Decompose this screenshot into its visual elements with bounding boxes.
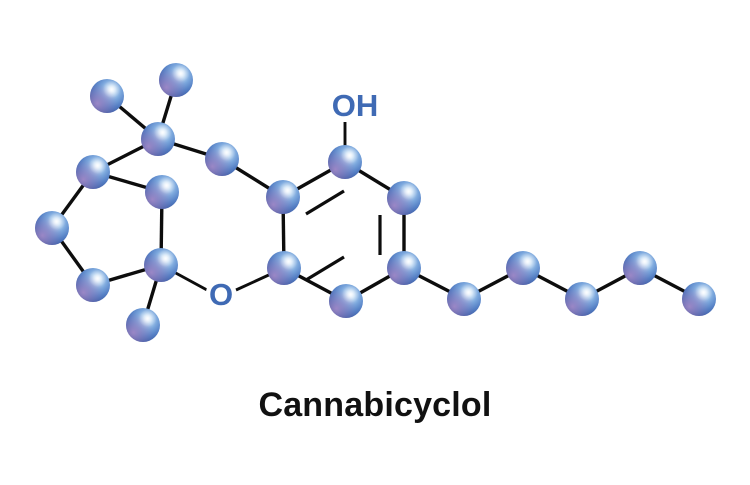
c-ring-fusion-upper-highlight: [145, 175, 179, 209]
c-pentyl-4: [623, 251, 657, 285]
c-pentyl-1: [447, 282, 481, 316]
ring-oxygen-label: O: [209, 277, 233, 312]
c-quaternary-gem-dimethyl: [141, 122, 175, 156]
atoms-layer: [35, 63, 716, 342]
c-aromatic-top-right: [387, 181, 421, 215]
c-methyl-upper-left: [90, 79, 124, 113]
c-ring-fusion-lower: [144, 248, 178, 282]
molecule-name-caption: Cannabicyclol: [258, 386, 492, 424]
c-pyran-top: [205, 142, 239, 176]
c-cyclopentane-left: [35, 211, 69, 245]
c-pentyl-1-highlight: [447, 282, 481, 316]
c-cyclopentane-left-highlight: [35, 211, 69, 245]
c-cyclopentane-top-highlight: [76, 155, 110, 189]
double-bond-inner-upper-left: [305, 189, 345, 216]
c-pentyl-5: [682, 282, 716, 316]
c-aromatic-top-left-highlight: [266, 180, 300, 214]
c-aromatic-bottom-left-highlight: [267, 251, 301, 285]
c-aromatic-bottom: [329, 284, 363, 318]
c-pentyl-2-highlight: [506, 251, 540, 285]
c-methyl-lower-highlight: [126, 308, 160, 342]
c-cyclopentane-bottom: [76, 268, 110, 302]
c-pyran-top-highlight: [205, 142, 239, 176]
c-pentyl-5-highlight: [682, 282, 716, 316]
c-pentyl-3: [565, 282, 599, 316]
c-methyl-upper-right-highlight: [159, 63, 193, 97]
c-pentyl-3-highlight: [565, 282, 599, 316]
c-aromatic-top-left: [266, 180, 300, 214]
c-methyl-lower: [126, 308, 160, 342]
c-pentyl-4-highlight: [623, 251, 657, 285]
aromatic-double-bond-lines: [305, 189, 382, 282]
c-quaternary-gem-dimethyl-highlight: [141, 122, 175, 156]
c-aromatic-top: [328, 145, 362, 179]
c-aromatic-top-right-highlight: [387, 181, 421, 215]
c-aromatic-bottom-left: [267, 251, 301, 285]
ring-oxygen-label-halo: O: [209, 277, 233, 312]
c-methyl-upper-right: [159, 63, 193, 97]
c-ring-fusion-upper: [145, 175, 179, 209]
c-aromatic-top-highlight: [328, 145, 362, 179]
oh-label-halo: OH: [332, 88, 379, 123]
c-aromatic-bottom-highlight: [329, 284, 363, 318]
c-cyclopentane-bottom-highlight: [76, 268, 110, 302]
double-bond-inner-lower-left: [305, 255, 345, 282]
c-aromatic-bottom-right: [387, 251, 421, 285]
oh-label: OH: [332, 88, 379, 123]
c-aromatic-bottom-right-highlight: [387, 251, 421, 285]
c-ring-fusion-lower-highlight: [144, 248, 178, 282]
c-cyclopentane-top: [76, 155, 110, 189]
c-pentyl-2: [506, 251, 540, 285]
c-methyl-upper-left-highlight: [90, 79, 124, 113]
